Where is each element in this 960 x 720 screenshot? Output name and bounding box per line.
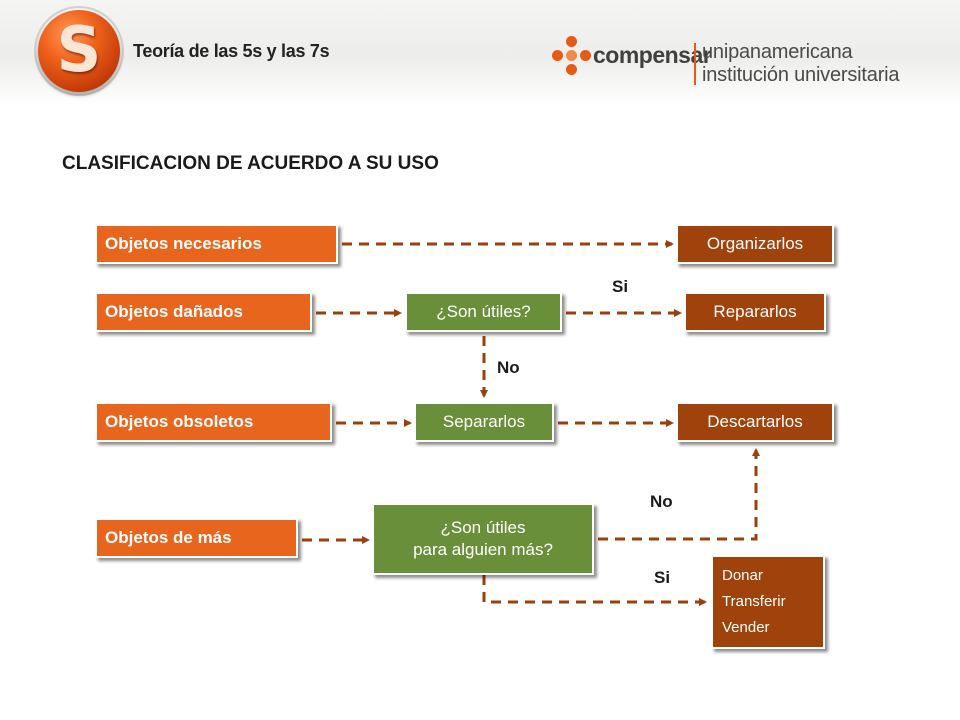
node-label: Separarlos (442, 412, 526, 431)
brand-subtitle-2: institución universitaria (702, 64, 900, 86)
node-label-line2: para alguien más? (413, 540, 553, 559)
node-label: Descartarlos (707, 412, 803, 431)
node-son-utiles: ¿Son útiles? (405, 292, 562, 332)
five-s-logo: S (38, 10, 120, 92)
edge-label-si: Si (654, 568, 671, 587)
compensar-logo-icon (552, 36, 592, 76)
node-donar-transferir-vender: Donar Transferir Vender (711, 555, 825, 649)
app-title: Teoría de las 5s y las 7s (133, 41, 330, 61)
node-descartarlos: Descartarlos (676, 402, 834, 442)
node-repararlos: Repararlos (684, 292, 826, 332)
brand-name: compensar (593, 42, 712, 68)
node-son-utiles-para-otros: ¿Son útiles para alguien más? (372, 503, 594, 575)
action-vender: Vender (722, 619, 770, 636)
node-organizarlos: Organizarlos (676, 224, 834, 264)
logo-rim (34, 6, 124, 96)
node-separarlos: Separarlos (414, 402, 554, 442)
edge-otros-donar (482, 575, 707, 606)
node-objetos-danados: Objetos dañados (95, 292, 312, 332)
node-label: Objetos de más (105, 528, 232, 547)
edge-label-no: No (650, 492, 673, 511)
node-label: Objetos dañados (105, 302, 243, 321)
node-label: ¿Son útiles? (436, 302, 531, 321)
node-label: Objetos obsoletos (105, 412, 254, 431)
edge-otros-descartarlos (598, 448, 760, 541)
header-band (0, 0, 960, 105)
node-objetos-obsoletos: Objetos obsoletos (95, 402, 332, 442)
slide-title: CLASIFICACION DE ACUERDO A SU USO (62, 153, 439, 174)
brand-separator (694, 43, 696, 85)
action-transferir: Transferir (722, 593, 786, 610)
brand-subtitle-1: unipanamericana (702, 41, 853, 63)
node-objetos-necesarios: Objetos necesarios (95, 224, 338, 264)
edge-label-no: No (497, 358, 520, 377)
action-donar: Donar (722, 567, 763, 584)
node-label: Repararlos (713, 302, 797, 321)
node-label: Objetos necesarios (105, 234, 262, 253)
node-label-line1: ¿Son útiles (440, 518, 526, 537)
edge-label-si: Si (612, 277, 629, 296)
node-label: Organizarlos (706, 234, 804, 253)
logo-letter: S (56, 13, 102, 86)
node-objetos-de-mas: Objetos de más (95, 518, 298, 558)
